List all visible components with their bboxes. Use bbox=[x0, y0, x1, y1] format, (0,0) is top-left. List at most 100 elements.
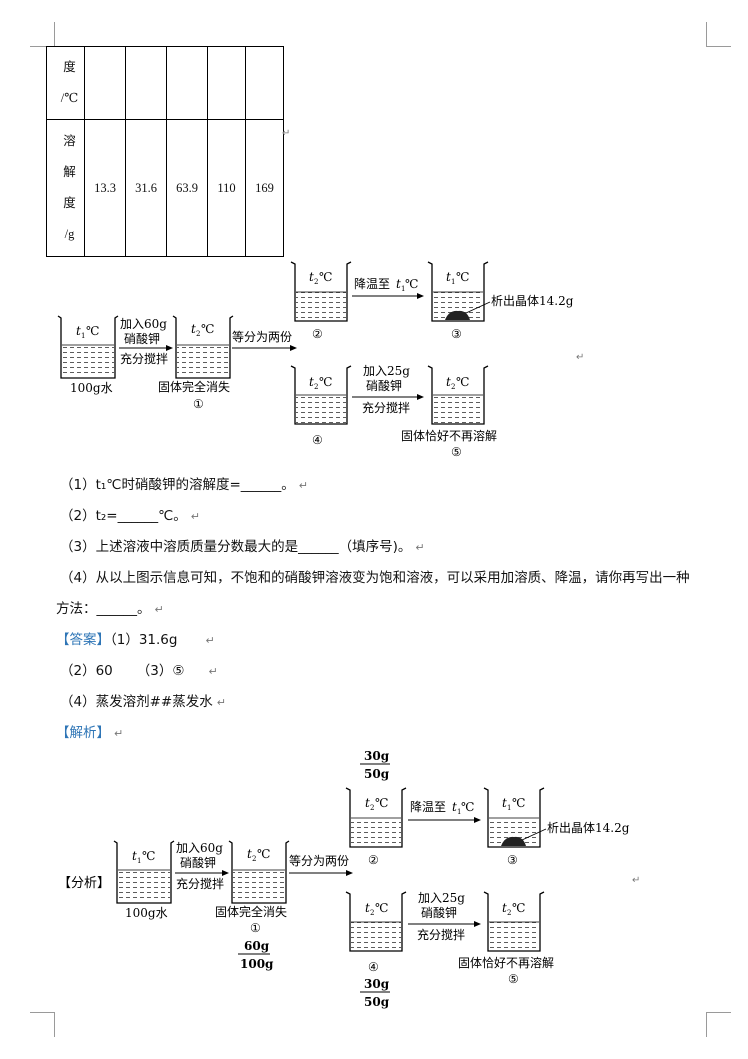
fraction-numerator: 60g bbox=[244, 939, 270, 953]
label-5: ⑤ bbox=[451, 445, 462, 459]
question-3: （3）上述溶液中溶质质量分数最大的是______（填序号)。↵ bbox=[60, 539, 425, 555]
table-cell bbox=[125, 46, 167, 120]
question-1: （1）t₁℃时硝酸钾的溶解度=______。↵ bbox=[60, 477, 308, 493]
svg-text:⑤: ⑤ bbox=[508, 972, 519, 986]
question-4-line-1: （4）从以上图示信息可知，不饱和的硝酸钾溶液变为饱和溶液，可以采用加溶质、降温，… bbox=[60, 570, 690, 586]
svg-text:℃: ℃ bbox=[257, 847, 270, 861]
label-1: ① bbox=[193, 397, 204, 411]
answer-line-1: 【答案】（1）31.6g↵ bbox=[56, 632, 215, 648]
answer-tag: 【答案】 bbox=[56, 632, 110, 648]
svg-text:①: ① bbox=[250, 921, 261, 935]
dissolve-label: 固体完全消失 bbox=[158, 379, 230, 394]
svg-text:t: t bbox=[309, 375, 314, 389]
svg-text:1: 1 bbox=[401, 285, 405, 293]
svg-text:2: 2 bbox=[507, 909, 511, 917]
table-cell: 13.3 bbox=[84, 119, 126, 257]
svg-text:④: ④ bbox=[368, 960, 379, 974]
beaker-icon: t 2 ℃ bbox=[345, 787, 407, 848]
figure-analysis: 30g 50g t 1 ℃ 100g水 加入60g 硝酸钾 充分搅拌 t 2 ℃… bbox=[58, 749, 630, 1009]
svg-text:2: 2 bbox=[196, 330, 200, 338]
answer-line-3: （4）蒸发溶剂##蒸发水↵ bbox=[60, 694, 226, 710]
svg-text:加入25g: 加入25g bbox=[418, 891, 465, 905]
svg-text:℃: ℃ bbox=[456, 375, 469, 389]
no-dissolve-label: 固体恰好不再溶解 bbox=[401, 428, 497, 443]
svg-text:2: 2 bbox=[252, 855, 256, 863]
svg-text:℃: ℃ bbox=[375, 901, 388, 915]
svg-text:℃: ℃ bbox=[461, 800, 474, 814]
svg-text:1: 1 bbox=[507, 804, 511, 812]
table-cell bbox=[207, 46, 246, 120]
svg-text:℃: ℃ bbox=[319, 375, 332, 389]
crop-mark-top-left bbox=[30, 22, 55, 47]
beaker-icon: t 2 ℃ bbox=[345, 891, 407, 952]
svg-text:t: t bbox=[365, 796, 370, 810]
water-label: 100g水 bbox=[70, 381, 113, 395]
add25-label: 充分搅拌 bbox=[362, 400, 410, 415]
svg-text:℃: ℃ bbox=[512, 796, 525, 810]
beaker-icon: t 1 ℃ bbox=[113, 840, 175, 904]
svg-text:硝酸钾: 硝酸钾 bbox=[421, 905, 457, 920]
beaker-icon: t 2 ℃ bbox=[172, 315, 234, 379]
svg-text:℃: ℃ bbox=[142, 849, 155, 863]
crystal-icon bbox=[501, 836, 526, 846]
question-4-line-2: 方法：______。↵ bbox=[56, 601, 164, 617]
fraction-numerator: 30g bbox=[364, 749, 390, 763]
header-char: 度 bbox=[63, 196, 76, 210]
svg-text:t: t bbox=[309, 270, 314, 284]
svg-text:固体恰好不再溶解: 固体恰好不再溶解 bbox=[458, 955, 554, 970]
svg-text:2: 2 bbox=[370, 804, 374, 812]
svg-text:t: t bbox=[452, 800, 457, 814]
table-cell: 63.9 bbox=[166, 119, 208, 257]
beaker-icon: t 1 ℃ bbox=[483, 787, 545, 848]
svg-text:t: t bbox=[502, 796, 507, 810]
svg-text:加入60g: 加入60g bbox=[176, 841, 223, 855]
table-row-temperature: 度 /℃ bbox=[46, 46, 284, 120]
crop-mark-top-right bbox=[706, 22, 731, 47]
svg-text:1: 1 bbox=[457, 808, 461, 816]
crop-mark-bottom-right bbox=[706, 1012, 731, 1037]
beaker-icon: t 2 ℃ bbox=[427, 365, 489, 425]
beaker-icon: t 2 ℃ bbox=[290, 261, 352, 322]
answer-line-2: （2）60（3）⑤↵ bbox=[60, 663, 218, 679]
beaker-icon: t 1 ℃ bbox=[57, 315, 119, 379]
beaker-temp-label: t bbox=[76, 324, 81, 338]
svg-text:℃: ℃ bbox=[319, 270, 332, 284]
water-label: 100g水 bbox=[125, 906, 168, 920]
svg-text:t: t bbox=[132, 849, 137, 863]
svg-text:1: 1 bbox=[451, 278, 455, 286]
svg-text:℃: ℃ bbox=[456, 270, 469, 284]
paragraph-mark: ↵ bbox=[282, 128, 291, 139]
svg-text:2: 2 bbox=[451, 383, 455, 391]
question-2: （2）t₂=______℃。↵ bbox=[60, 508, 200, 524]
svg-text:t: t bbox=[446, 375, 451, 389]
svg-text:t: t bbox=[502, 901, 507, 915]
paragraph-mark: ↵ bbox=[632, 875, 641, 886]
degree: ℃ bbox=[86, 324, 99, 338]
beaker-icon: t 2 ℃ bbox=[483, 891, 545, 952]
crystal-label: 析出晶体14.2g bbox=[491, 294, 574, 308]
svg-text:t: t bbox=[365, 901, 370, 915]
analysis-tag: 【解析】 bbox=[56, 725, 110, 741]
fraction-denominator: 50g bbox=[364, 767, 390, 781]
analysis-tag: 【分析】 bbox=[58, 876, 110, 891]
svg-text:t: t bbox=[247, 847, 252, 861]
svg-text:析出晶体14.2g: 析出晶体14.2g bbox=[547, 821, 630, 835]
svg-text:1: 1 bbox=[137, 857, 141, 865]
svg-text:t: t bbox=[396, 277, 401, 291]
svg-text:固体完全消失: 固体完全消失 bbox=[215, 904, 287, 919]
beaker-icon: t 1 ℃ bbox=[427, 261, 489, 322]
svg-text:充分搅拌: 充分搅拌 bbox=[176, 876, 224, 891]
paragraph-mark: ↵ bbox=[576, 352, 585, 363]
svg-text:等分为两份: 等分为两份 bbox=[289, 854, 349, 868]
label-4: ④ bbox=[312, 433, 323, 447]
table-cell bbox=[245, 46, 284, 120]
svg-text:③: ③ bbox=[507, 853, 518, 867]
svg-text:②: ② bbox=[368, 853, 379, 867]
svg-text:硝酸钾: 硝酸钾 bbox=[180, 855, 216, 870]
fraction-denominator: 100g bbox=[240, 957, 274, 971]
svg-text:充分搅拌: 充分搅拌 bbox=[417, 927, 465, 942]
header-char: 溶 bbox=[63, 134, 76, 148]
temperature-header-cell: 度 /℃ bbox=[46, 46, 85, 120]
header-char: 度 bbox=[63, 60, 76, 74]
